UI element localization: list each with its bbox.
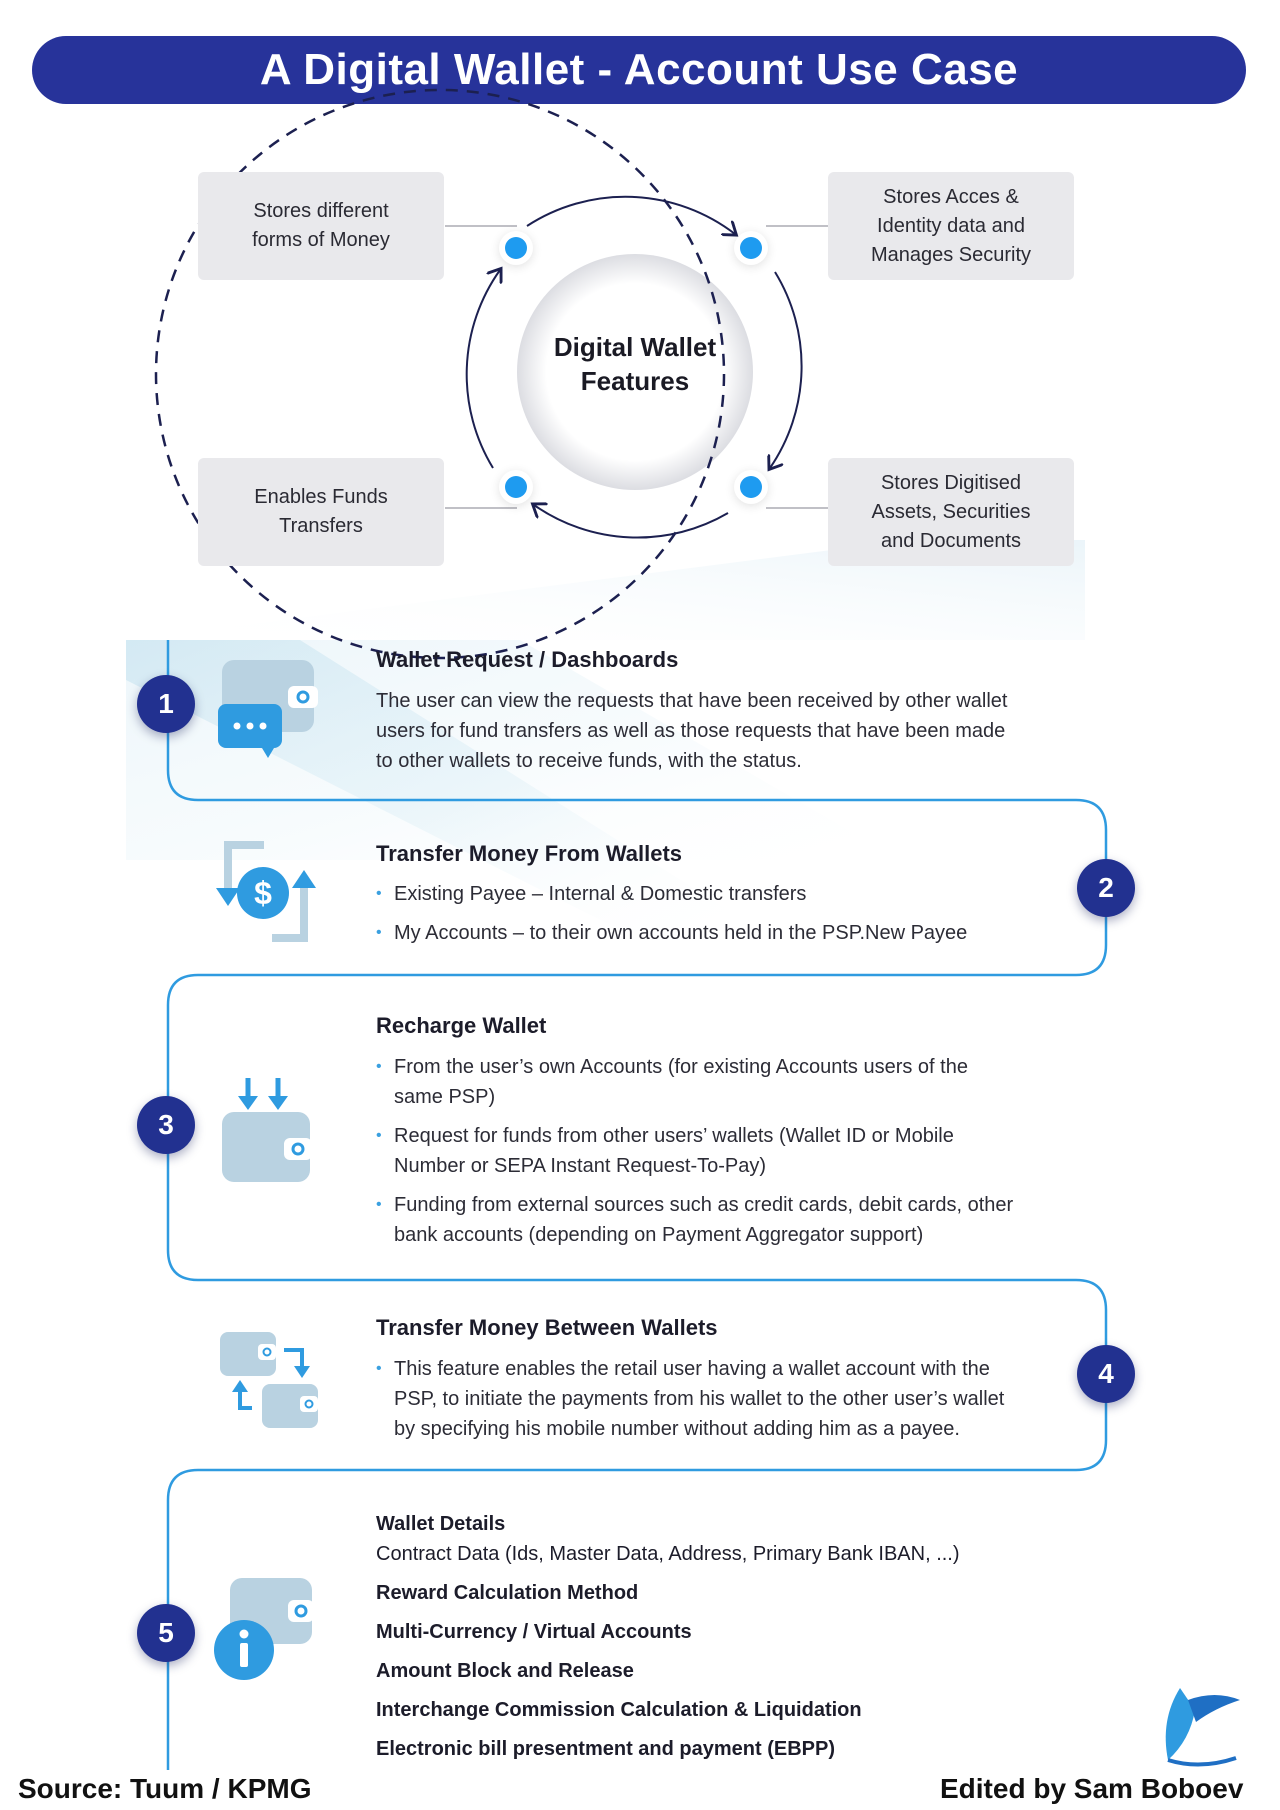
section-title-4: Transfer Money Between Wallets [376, 1315, 718, 1340]
section-title-1: Wallet Request / Dashboards [376, 647, 679, 672]
detail-item: Interchange Commission Calculation & Liq… [376, 1699, 862, 1721]
dollar-transfer-icon: $ [216, 841, 316, 942]
feature-line: Identity data and [877, 214, 1025, 237]
feature-box-security: Stores Acces & Identity data and Manages… [828, 172, 1074, 280]
node-dot [505, 476, 527, 498]
step-badge-3: 3 [137, 1096, 195, 1154]
text-line: This feature enables the retail user hav… [394, 1358, 990, 1380]
detail-item: Electronic bill presentment and payment … [376, 1738, 835, 1760]
detail-item: Reward Calculation Method [376, 1582, 639, 1604]
text-line: bank accounts (depending on Payment Aggr… [394, 1224, 924, 1246]
wallet-chat-icon [218, 660, 318, 758]
text-line: PSP, to initiate the payments from his w… [394, 1388, 1005, 1410]
step-badge-5: 5 [137, 1604, 195, 1662]
section-title-3: Recharge Wallet [376, 1013, 547, 1038]
bullet-item: This feature enables the retail user hav… [376, 1354, 1004, 1444]
cycle-arrow-bottom [534, 505, 729, 539]
text-line: From the user’s own Accounts (for existi… [394, 1056, 968, 1078]
center-label-line: Features [580, 366, 690, 396]
detail-item: Contract Data (Ids, Master Data, Address… [376, 1543, 960, 1565]
feature-line: forms of Money [252, 229, 390, 251]
bullet-item: My Accounts – to their own accounts held… [376, 918, 967, 948]
source-credit: Source: Tuum / KPMG [18, 1773, 312, 1804]
page-title-text: A Digital Wallet - Account Use Case [259, 45, 1019, 94]
feature-line: Assets, Securities [871, 500, 1031, 523]
feature-line: Stores Acces & [883, 185, 1019, 208]
detail-item: Wallet Details [376, 1513, 506, 1535]
feature-line: Transfers [279, 515, 363, 537]
node-dot [740, 476, 762, 498]
step-badge-2: 2 [1077, 859, 1135, 917]
cycle-arrow-top [526, 195, 735, 234]
node-dot [740, 237, 762, 259]
wallet-info-icon [214, 1578, 314, 1680]
feature-line: Enables Funds [254, 486, 388, 508]
center-ring [517, 254, 753, 490]
center-label-line: Digital Wallet [553, 332, 717, 362]
fintech-wing-logo [1165, 1688, 1240, 1767]
node-dot [505, 237, 527, 259]
svg-text:$: $ [254, 875, 272, 911]
page-title: A Digital Wallet - Account Use Case [32, 36, 1246, 104]
feature-line: Stores Digitised [880, 471, 1022, 494]
text-line: The user can view the requests that have… [376, 690, 1008, 712]
background-band-upper [126, 640, 900, 860]
wallet-recharge-icon [222, 1078, 312, 1182]
text-line: Number or SEPA Instant Request-To-Pay) [394, 1155, 767, 1177]
step-badge-4: 4 [1077, 1345, 1135, 1403]
section-text-1: The user can view the requests that have… [376, 686, 1007, 776]
detail-item: Amount Block and Release [376, 1660, 634, 1682]
dashed-boundary [154, 88, 726, 660]
text-line: same PSP) [394, 1086, 496, 1108]
wallet-exchange-icon [220, 1332, 318, 1428]
text-line: My Accounts – to their own accounts held… [394, 922, 968, 944]
bullet-item: Funding from external sources such as cr… [376, 1190, 1013, 1250]
feature-line: and Documents [880, 529, 1022, 552]
text-line: Request for funds from other users’ wall… [394, 1125, 954, 1147]
text-line: by specifying his mobile number without … [394, 1418, 960, 1440]
detail-item: Multi-Currency / Virtual Accounts [376, 1621, 692, 1643]
section-title-2: Transfer Money From Wallets [376, 841, 683, 866]
text-line: Funding from external sources such as cr… [394, 1194, 1014, 1216]
cycle-arrow-right [770, 271, 803, 468]
feature-box-money: Stores different forms of Money [198, 172, 444, 280]
bullet-item: From the user’s own Accounts (for existi… [376, 1052, 968, 1112]
bullet-item: Existing Payee – Internal & Domestic tra… [376, 879, 806, 909]
feature-line: Stores different [253, 200, 389, 222]
cycle-arrow-left [465, 270, 500, 469]
bullet-item: Request for funds from other users’ wall… [376, 1121, 954, 1181]
center-label: Digital Wallet Features [535, 330, 735, 398]
feature-box-assets: Stores Digitised Assets, Securities and … [828, 458, 1074, 566]
feature-line: Manages Security [870, 243, 1032, 266]
text-line: users for fund transfers as well as thos… [376, 720, 1006, 742]
step-badge-1: 1 [137, 675, 195, 733]
text-line: Existing Payee – Internal & Domestic tra… [394, 883, 807, 905]
feature-box-transfers: Enables Funds Transfers [198, 458, 444, 566]
text-line: to other wallets to receive funds, with … [376, 750, 802, 772]
editor-credit: Edited by Sam Boboev [940, 1773, 1244, 1804]
